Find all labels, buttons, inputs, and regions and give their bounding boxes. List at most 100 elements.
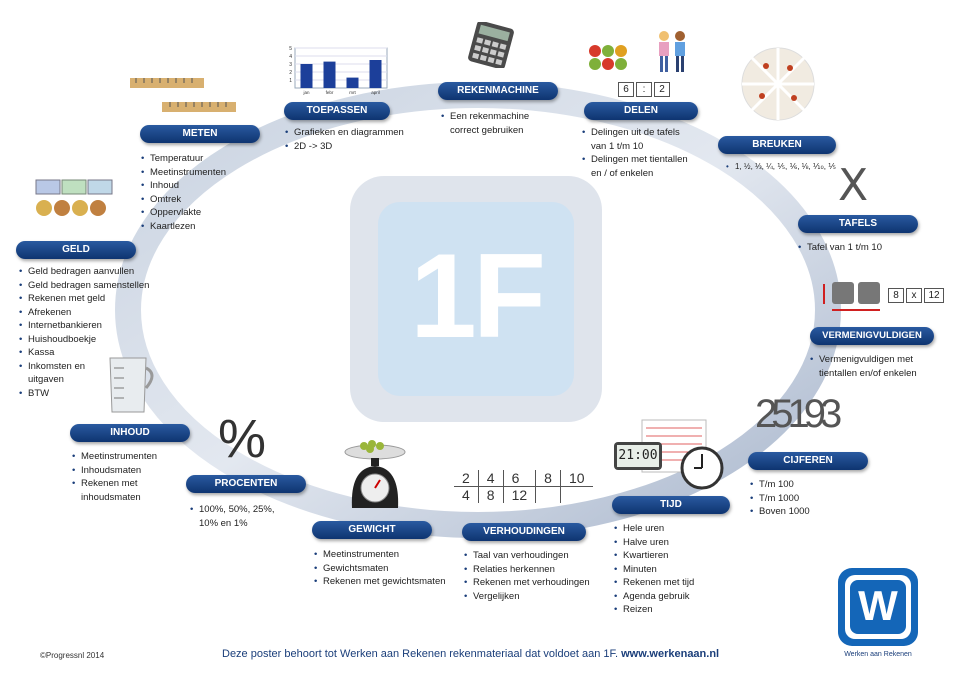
children-icon <box>659 31 685 72</box>
footer-note: Deze poster behoort tot Werken aan Reken… <box>222 648 719 660</box>
list-item: Geld bedragen aanvullen <box>19 265 154 279</box>
list-item: Temperatuur <box>141 152 271 166</box>
list-item: Kaartlezen <box>141 220 271 234</box>
verm-sum: 8 x 12 <box>888 288 944 303</box>
topic-label-procenten[interactable]: PROCENTEN <box>186 475 306 493</box>
list-item: Halve uren <box>614 536 724 550</box>
chart-y-tick: 3 <box>289 62 292 68</box>
chart-x-tick: febr <box>326 90 334 95</box>
topic-label-cijferen[interactable]: CIJFEREN <box>748 452 868 470</box>
sum-digit: 8 <box>888 288 904 303</box>
chart-bar <box>300 64 313 88</box>
topic-list-cijferen: T/m 100 T/m 1000 Boven 1000 <box>750 478 850 519</box>
ratio-cell-empty <box>535 486 561 503</box>
center-badge-text: 1F <box>409 229 546 363</box>
ratio-cell: 8 <box>478 486 504 503</box>
list-item: Inhoudsmaten <box>72 464 178 478</box>
topic-list-procenten: 100%, 50%, 25%, 10% en 1% <box>190 503 290 530</box>
list-item: Agenda gebruik <box>614 590 724 604</box>
topic-label-inhoud[interactable]: INHOUD <box>70 424 190 442</box>
list-item: BTW <box>19 387 154 401</box>
topic-list-tafels: Tafel van 1 t/m 10 <box>798 241 928 255</box>
topic-list-rekenmachine: Een rekenmachine correct gebruiken <box>441 110 543 137</box>
list-item: Meetinstrumenten <box>314 548 464 562</box>
chart-bar <box>369 60 382 88</box>
topic-label-verhoudingen[interactable]: VERHOUDINGEN <box>462 523 586 541</box>
list-item: Rekenen met inhoudsmaten <box>72 477 178 504</box>
list-item: Meetinstrumenten <box>141 166 271 180</box>
topic-label-toepassen[interactable]: TOEPASSEN <box>284 102 390 120</box>
topic-label-meten[interactable]: METEN <box>140 125 260 143</box>
list-item: Vermenigvuldigen met tientallen en/of en… <box>810 353 945 380</box>
topic-label-vermenigvuldigen[interactable]: VERMENIGVULDIGEN <box>810 327 934 345</box>
ratio-table: 2 4 6 8 10 4 8 12 <box>454 470 593 503</box>
list-item: T/m 100 <box>750 478 850 492</box>
percent-symbol: % <box>218 409 267 469</box>
list-item: Omtrek <box>141 193 271 207</box>
chart-y-tick: 4 <box>289 54 292 60</box>
list-item: Rekenen met gewichtsmaten <box>314 575 464 589</box>
bar-chart-illustration: 5 4 3 2 1 jan febr mrt april <box>289 46 388 95</box>
topic-list-inhoud: Meetinstrumenten Inhoudsmaten Rekenen me… <box>72 450 178 504</box>
chart-bar <box>323 61 336 88</box>
egg-tray-icon <box>823 282 880 311</box>
list-item: Afrekenen <box>19 306 154 320</box>
topic-label-tijd[interactable]: TIJD <box>612 496 730 514</box>
list-item: Oppervlakte <box>141 206 271 220</box>
list-item: Inhoud <box>141 179 271 193</box>
chart-y-tick: 5 <box>289 46 292 52</box>
kitchen-scale-icon <box>344 440 406 508</box>
topic-label-geld[interactable]: GELD <box>16 241 136 259</box>
analog-clock-icon <box>680 446 724 490</box>
logo-letter: W <box>858 582 898 629</box>
topic-list-verhoudingen: Taal van verhoudingen Relaties herkennen… <box>464 549 604 603</box>
chart-x-tick: april <box>371 90 380 95</box>
chart-x-tick: mrt <box>349 90 356 95</box>
copyright: ©Progressnl 2014 <box>40 651 105 660</box>
digital-clock-text: 21:00 <box>617 445 659 467</box>
sum-digit: 12 <box>924 288 944 303</box>
list-item: Grafieken en diagrammen <box>285 126 425 140</box>
chart-y-tick: 1 <box>289 78 292 84</box>
topic-label-breuken[interactable]: BREUKEN <box>718 136 836 154</box>
werken-aan-rekenen-logo[interactable]: W <box>838 568 918 646</box>
list-item: Huishoudboekje <box>19 333 154 347</box>
list-item: Inkomsten en uitgaven <box>19 360 88 387</box>
topic-label-rekenmachine[interactable]: REKENMACHINE <box>438 82 558 100</box>
topic-label-gewicht[interactable]: GEWICHT <box>312 521 432 539</box>
pie-pizza-icon <box>741 47 815 121</box>
list-item: Rekenen met geld <box>19 292 154 306</box>
footer-text: Deze poster behoort tot Werken aan Reken… <box>222 648 622 660</box>
list-item: Minuten <box>614 563 724 577</box>
ratio-cell: 4 <box>454 486 479 503</box>
topic-label-tafels[interactable]: TAFELS <box>798 215 918 233</box>
sum-operator: : <box>636 82 652 97</box>
list-item: Geld bedragen samenstellen <box>19 279 154 293</box>
sum-digit: 2 <box>654 82 670 97</box>
chart-y-tick: 2 <box>289 70 292 76</box>
chart-bar <box>346 77 359 88</box>
list-item: Delingen met tientallen en / of enkelen <box>582 153 688 180</box>
topic-list-geld: Geld bedragen aanvullen Geld bedragen sa… <box>19 265 154 400</box>
topic-label-delen[interactable]: DELEN <box>584 102 698 120</box>
ratio-cell: 10 <box>568 470 585 486</box>
list-item: 100%, 50%, 25%, 10% en 1% <box>190 503 290 530</box>
cijferen-digits: 25193 <box>755 392 842 436</box>
chart-x-tick: jan <box>302 90 310 95</box>
list-item: Tafel van 1 t/m 10 <box>798 241 928 255</box>
list-item: Relaties herkennen <box>464 563 604 577</box>
list-item: 1, ½, ⅓, ¼, ⅕, ⅙, ⅛, ⅒, ⅕ <box>726 160 856 174</box>
list-item: Internetbankieren <box>19 319 154 333</box>
list-item: Meetinstrumenten <box>72 450 178 464</box>
list-item: Vergelijken <box>464 590 604 604</box>
money-icon <box>35 179 113 216</box>
list-item: Delingen uit de tafels van 1 t/m 10 <box>582 126 688 153</box>
ratio-cell: 8 <box>535 470 561 487</box>
ratio-cell: 2 <box>454 470 479 487</box>
calculator-icon <box>468 22 514 68</box>
list-item: Een rekenmachine correct gebruiken <box>441 110 543 137</box>
footer-url[interactable]: www.werkenaan.nl <box>621 648 720 660</box>
ratio-cell: 12 <box>503 486 537 503</box>
sum-operator: x <box>906 288 922 303</box>
list-item: Kwartieren <box>614 549 724 563</box>
